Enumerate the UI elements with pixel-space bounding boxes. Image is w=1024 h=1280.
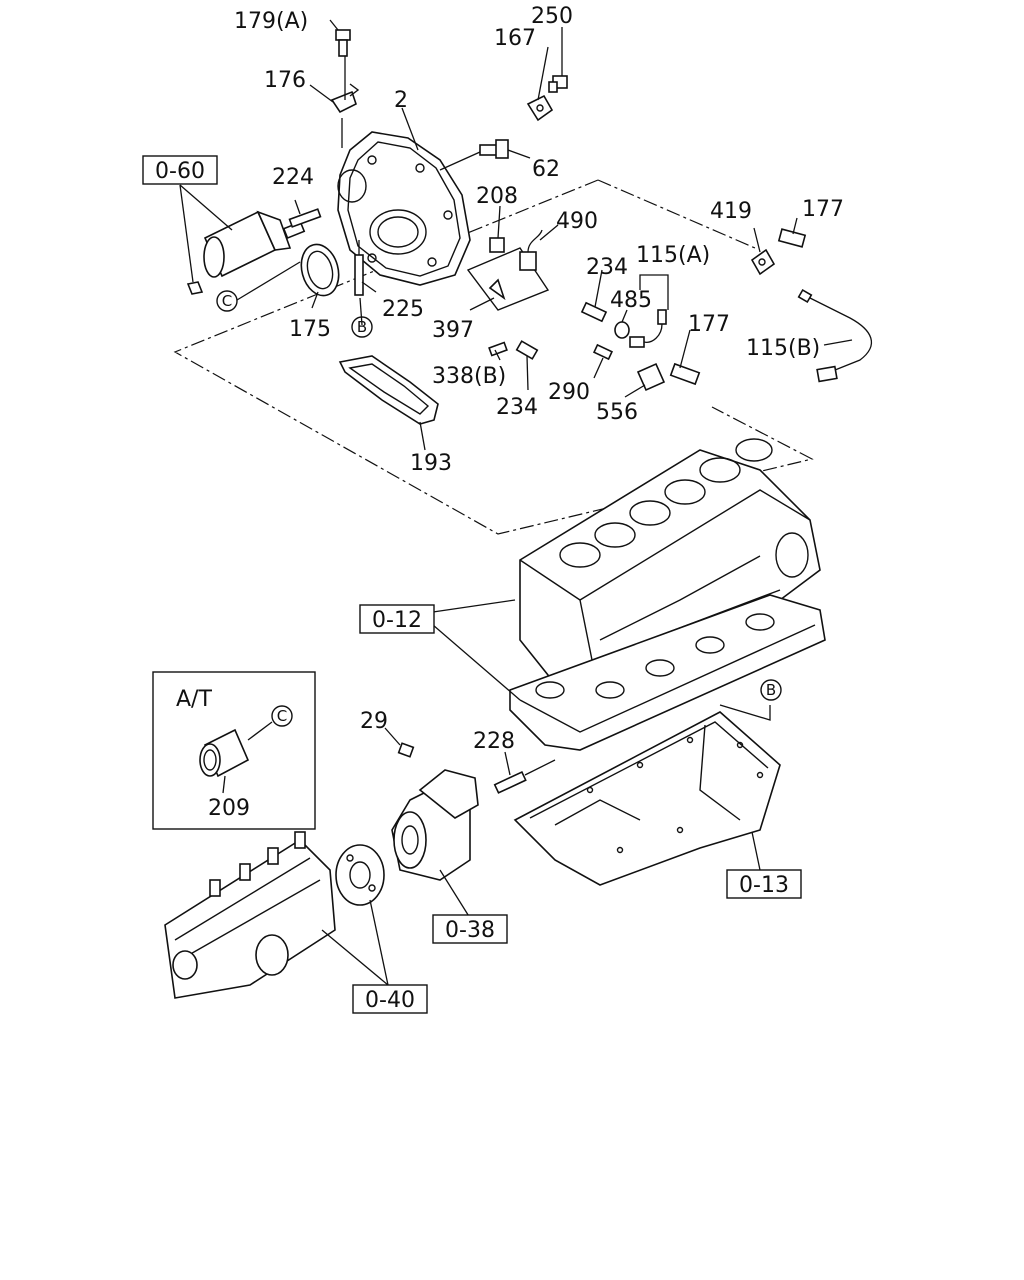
svg-text:0-12: 0-12 <box>372 608 422 633</box>
marker-b-upper: B <box>351 316 373 338</box>
callout-209: 209 <box>208 796 250 821</box>
marker-c-inset: C <box>271 705 293 727</box>
plug-208 <box>489 237 505 253</box>
bolt-177-upper <box>777 228 807 248</box>
callout-397: 397 <box>432 318 474 343</box>
inset-at-box <box>152 671 316 830</box>
bolt-250 <box>548 75 568 93</box>
callout-179a: 179(A) <box>234 9 308 34</box>
callout-208: 208 <box>476 184 518 209</box>
callout-228: 228 <box>473 729 515 754</box>
callout-115a: 115(A) <box>636 243 710 268</box>
crankcase-bed <box>509 594 826 751</box>
ref-box-0-12: 0-12 <box>359 604 435 634</box>
callout-224: 224 <box>272 165 314 190</box>
marker-b-lower: B <box>760 679 782 701</box>
plate-167 <box>526 94 554 122</box>
stud-225 <box>354 240 364 296</box>
bolt-290 <box>592 343 614 361</box>
callout-29: 29 <box>360 709 388 734</box>
callout-234-upper: 234 <box>586 255 628 280</box>
cover-193 <box>338 355 439 425</box>
svg-text:0-40: 0-40 <box>365 988 415 1013</box>
connector-115a <box>629 309 667 348</box>
callout-175: 175 <box>289 317 331 342</box>
callout-115b: 115(B) <box>746 336 820 361</box>
callout-193: 193 <box>410 451 452 476</box>
svg-text:B: B <box>357 318 367 336</box>
ref-box-0-40: 0-40 <box>352 984 428 1014</box>
cylinder-block <box>519 438 821 701</box>
callout-62: 62 <box>532 157 560 182</box>
starter-motor <box>186 210 321 295</box>
oil-pan <box>513 711 781 886</box>
clamp-556 <box>636 362 666 392</box>
callout-490: 490 <box>556 209 598 234</box>
marker-c-upper: C <box>216 290 238 312</box>
air-compressor <box>384 727 479 919</box>
sensor-490 <box>519 229 543 271</box>
svg-text:C: C <box>222 292 232 310</box>
ref-box-0-60: 0-60 <box>142 155 218 185</box>
callout-485: 485 <box>610 288 652 313</box>
callout-176: 176 <box>264 68 306 93</box>
bolt-62 <box>439 139 509 171</box>
callout-177-upper: 177 <box>802 197 844 222</box>
callout-167: 167 <box>494 26 536 51</box>
callout-250: 250 <box>531 4 573 29</box>
callout-2: 2 <box>394 88 408 113</box>
svg-text:B: B <box>766 681 776 699</box>
inset-title: A/T <box>176 687 212 712</box>
callout-338b: 338(B) <box>432 364 506 389</box>
oil-seal-175 <box>300 243 340 297</box>
ref-box-0-13: 0-13 <box>726 869 802 899</box>
bolt-338b <box>488 341 508 357</box>
ref-box-0-38: 0-38 <box>432 914 508 944</box>
housing-group-outline <box>173 179 814 535</box>
drive-coupling <box>335 844 385 906</box>
svg-text:C: C <box>277 707 287 725</box>
bolt-179a <box>335 29 351 57</box>
bracket-419 <box>750 248 776 276</box>
bracket-176 <box>330 55 360 114</box>
leader-lines-upper <box>179 19 853 451</box>
bolt-234-upper <box>580 301 608 323</box>
callout-225: 225 <box>382 297 424 322</box>
harness-115b <box>797 288 872 383</box>
callout-556: 556 <box>596 400 638 425</box>
stud-224 <box>288 208 322 228</box>
bolt-234-lower <box>515 340 539 360</box>
callout-290: 290 <box>548 380 590 405</box>
bolt-177-lower <box>669 362 701 386</box>
stud-228 <box>493 759 556 794</box>
svg-text:0-60: 0-60 <box>155 159 205 184</box>
bracket-397 <box>466 247 550 311</box>
callout-419: 419 <box>710 199 752 224</box>
svg-text:0-38: 0-38 <box>445 918 495 943</box>
svg-text:0-13: 0-13 <box>739 873 789 898</box>
callout-234-lower: 234 <box>496 395 538 420</box>
flywheel-housing <box>337 118 471 286</box>
washer-485 <box>614 321 630 339</box>
injection-pump <box>164 831 336 999</box>
callout-177-lower: 177 <box>688 312 730 337</box>
